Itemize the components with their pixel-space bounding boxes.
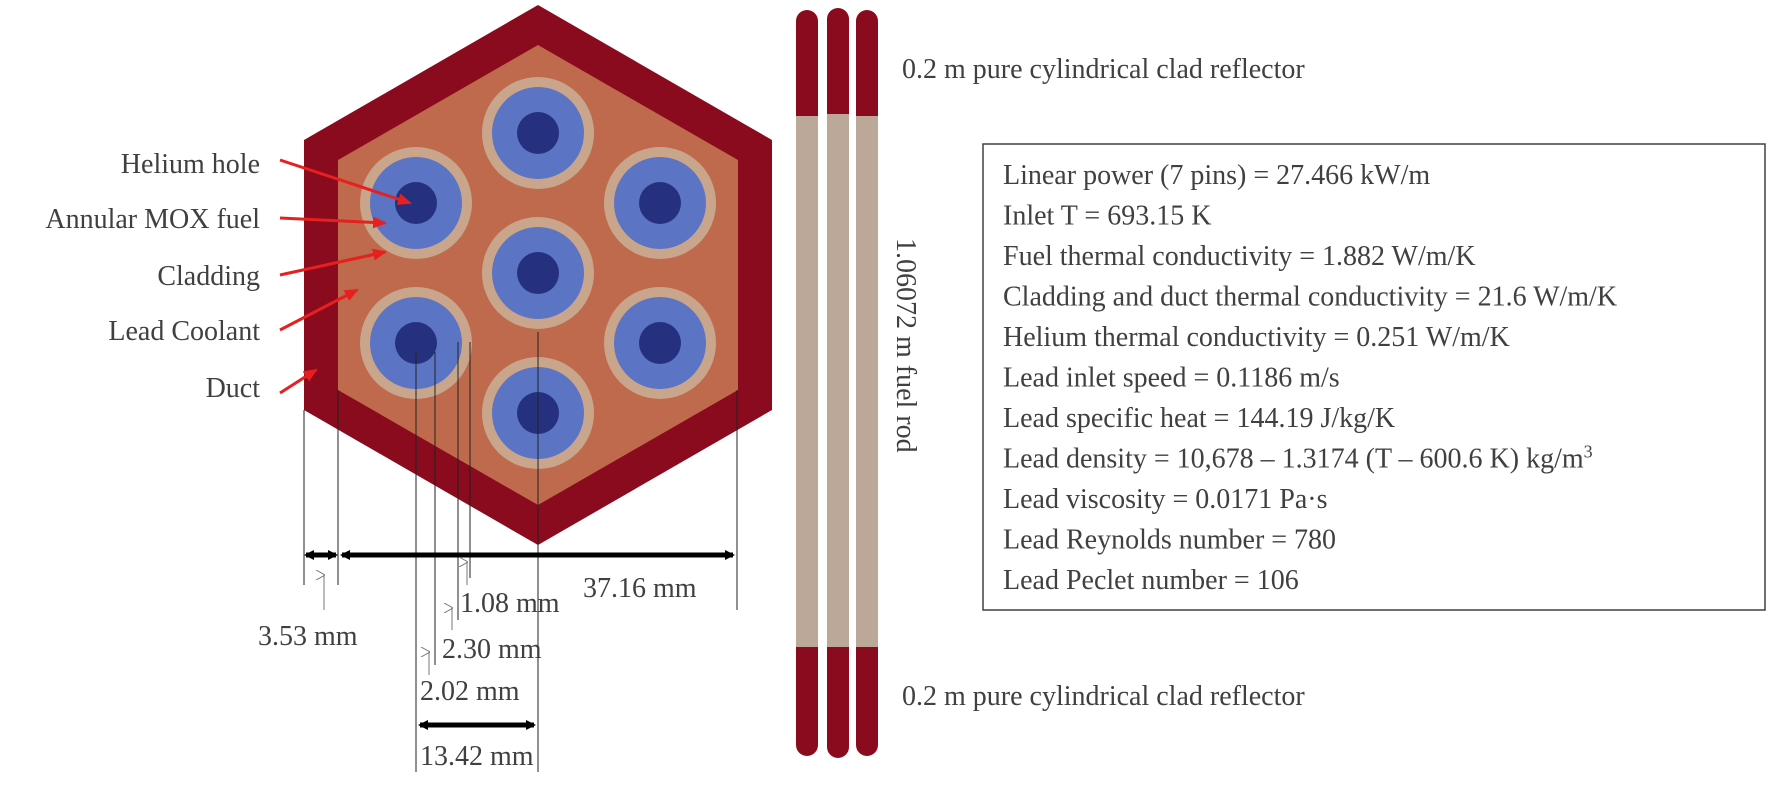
parameter-line: Linear power (7 pins) = 27.466 kW/m [1003,160,1430,191]
duct-arrow [279,368,318,395]
parameter-line: Lead inlet speed = 0.1186 m/s [1003,363,1340,394]
component-labels: Helium hole Annular MOX fuel Cladding Le… [45,149,260,404]
fuel-pin [604,287,716,399]
mox-fuel-arrow [279,216,387,229]
flat-to-flat-label: 37.16 mm [583,573,697,604]
helium-hole [639,182,681,224]
parameter-line: Lead viscosity = 0.0171 Pa·s [1003,484,1328,515]
fuel-rod-3 [856,10,878,756]
lead-coolant-label: Lead Coolant [108,316,260,347]
hex-assembly [304,5,772,545]
helium-hole-label: Helium hole [121,149,260,180]
dim-3-label: 2.02 mm [420,676,520,707]
fuel-rod-2 [827,8,849,758]
lead-coolant-arrow [279,288,359,332]
duct-thickness-label: 3.53 mm [258,621,358,652]
cladding-arrow [279,248,387,277]
helium-hole-arrow [279,158,412,205]
annular-mox-fuel-label: Annular MOX fuel [45,204,260,235]
parameter-line: Inlet T = 693.15 K [1003,201,1211,232]
fuel-pin [482,217,594,329]
density-unit-superscript: 3 [1584,442,1593,462]
parameter-list: Linear power (7 pins) = 27.466 kW/mInlet… [1003,160,1617,596]
parameter-box: Linear power (7 pins) = 27.466 kW/mInlet… [982,143,1766,611]
dimension-arrows [304,550,735,730]
dim-2-label: 2.30 mm [442,634,542,665]
fuel-pin [360,147,472,259]
fuel-pins [360,77,716,469]
parameter-line: Lead density = 10,678 – 1.3174 (T – 600.… [1003,442,1593,475]
parameter-line: Lead Peclet number = 106 [1003,565,1299,596]
helium-hole [395,322,437,364]
parameter-line: Cladding and duct thermal conductivity =… [1003,282,1617,313]
cladding-label: Cladding [157,261,260,292]
pitch-label: 13.42 mm [420,741,534,772]
dimension-labels: 3.53 mm 37.16 mm 1.08 mm 2.30 mm 2.02 mm… [258,573,697,772]
parameter-box-border [982,143,1766,611]
dim-1-label: 1.08 mm [460,588,560,619]
helium-hole [517,112,559,154]
duct-label: Duct [206,373,261,404]
small-pointers [324,562,467,675]
helium-hole [639,322,681,364]
parameter-line: Lead specific heat = 144.19 J/kg/K [1003,403,1395,434]
fuel-rods [796,8,878,758]
bottom-reflector-label: 0.2 m pure cylindrical clad reflector [902,681,1305,712]
label-arrows [279,158,412,395]
helium-hole [395,182,437,224]
top-reflector-label: 0.2 m pure cylindrical clad reflector [902,54,1305,85]
parameter-line: Helium thermal conductivity = 0.251 W/m/… [1003,322,1510,353]
fuel-pin [360,287,472,399]
fuel-pin [482,77,594,189]
parameter-line: Lead Reynolds number = 780 [1003,525,1336,556]
fuel-rod-length-label: 1.06072 m fuel rod [890,238,921,453]
helium-hole [517,252,559,294]
fuel-pin [604,147,716,259]
fuel-rod-1 [796,10,818,756]
parameter-line: Fuel thermal conductivity = 1.882 W/m/K [1003,241,1476,272]
